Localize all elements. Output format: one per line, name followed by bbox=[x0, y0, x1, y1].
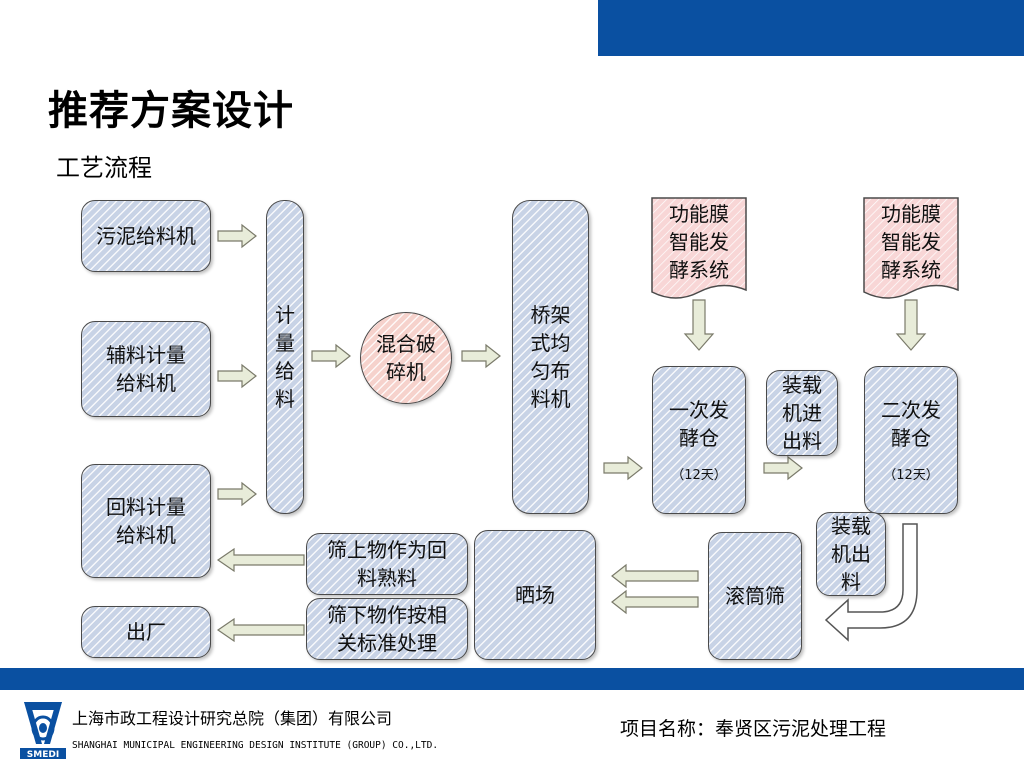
oversize-label-line2: 料熟料 bbox=[357, 566, 417, 590]
membrane-box-1 bbox=[651, 197, 747, 299]
exit-label: 出厂 bbox=[126, 620, 166, 644]
exit-box: 出厂 bbox=[81, 606, 211, 658]
undersize-label-line1: 筛下物作按相 bbox=[327, 603, 447, 627]
return-feeder-label-line1: 回料计量 bbox=[106, 495, 186, 519]
loader-out-line: 装载 bbox=[831, 514, 871, 538]
return-feeder-label-line2: 给料机 bbox=[116, 523, 176, 547]
company-name-cn: 上海市政工程设计研究总院（集团）有限公司 bbox=[72, 709, 393, 728]
return-feeder-box: 回料计量 给料机 bbox=[81, 464, 211, 578]
undersize-label-line2: 关标准处理 bbox=[337, 631, 437, 655]
drum-screen-label: 滚筒筛 bbox=[725, 584, 785, 608]
loader-in-line: 装载 bbox=[782, 373, 822, 397]
distributor-label-line: 式均 bbox=[530, 331, 571, 355]
svg-text:SMEDI: SMEDI bbox=[27, 750, 59, 760]
loader-transfer-box: 装载 机进 出料 bbox=[766, 370, 838, 456]
loader-out-line: 机出 bbox=[831, 542, 871, 566]
oversize-label-line1: 筛上物作为回 bbox=[327, 538, 447, 562]
bin-2-label-line1: 二次发 bbox=[881, 398, 941, 422]
bin-1-label-line2: 酵仓 bbox=[679, 426, 719, 450]
primary-fermentation-bin: 一次发 酵仓 （12天） bbox=[652, 366, 746, 514]
membrane-1-line: 智能发 bbox=[669, 230, 729, 254]
membrane-2-line: 智能发 bbox=[881, 230, 941, 254]
bin-2-duration: （12天） bbox=[883, 468, 939, 483]
membrane-1-line: 功能膜 bbox=[669, 202, 729, 226]
sludge-feeder-box: 污泥给料机 bbox=[81, 200, 211, 272]
membrane-2-line: 功能膜 bbox=[881, 202, 941, 226]
membrane-1-text: 功能膜 智能发 酵系统 bbox=[652, 200, 746, 284]
metering-feeder-char: 量 bbox=[275, 331, 295, 355]
secondary-fermentation-bin: 二次发 酵仓 （12天） bbox=[864, 366, 958, 514]
oversize-material-box: 筛上物作为回 料熟料 bbox=[306, 533, 468, 595]
metering-feeder-box: 计 量 给 料 bbox=[266, 200, 304, 514]
sludge-feeder-label: 污泥给料机 bbox=[96, 224, 196, 248]
flow-arrow-icon bbox=[216, 617, 305, 643]
aux-feeder-label-line1: 辅料计量 bbox=[106, 343, 186, 367]
slide-subtitle: 工艺流程 bbox=[56, 154, 152, 182]
bin-1-duration: （12天） bbox=[671, 468, 727, 483]
metering-feeder-char: 料 bbox=[275, 387, 295, 411]
mixer-label-line1: 混合破 bbox=[376, 332, 436, 356]
metering-feeder-char: 计 bbox=[275, 303, 295, 327]
drying-yard-label: 晒场 bbox=[515, 583, 555, 607]
loader-in-line: 出料 bbox=[782, 429, 822, 453]
company-name-en: SHANGHAI MUNICIPAL ENGINEERING DESIGN IN… bbox=[72, 740, 439, 751]
aux-feeder-label-line2: 给料机 bbox=[116, 371, 176, 395]
flow-arrow-icon bbox=[611, 589, 699, 615]
bin-1-label-line1: 一次发 bbox=[669, 398, 729, 422]
distributor-label-line: 料机 bbox=[530, 387, 571, 411]
bridge-distributor-box: 桥架 式均 匀布 料机 bbox=[512, 200, 589, 514]
membrane-2-text: 功能膜 智能发 酵系统 bbox=[864, 200, 958, 284]
undersize-material-box: 筛下物作按相 关标准处理 bbox=[306, 598, 468, 660]
membrane-1-line: 酵系统 bbox=[669, 258, 729, 282]
mixer-label-line2: 碎机 bbox=[386, 360, 426, 384]
drying-yard-box: 晒场 bbox=[474, 530, 596, 660]
top-accent-bar bbox=[598, 0, 1024, 56]
bottom-accent-bar bbox=[0, 668, 1024, 690]
slide-title: 推荐方案设计 bbox=[48, 88, 294, 134]
flow-arrow-icon bbox=[611, 563, 699, 589]
distributor-label-line: 匀布 bbox=[530, 359, 571, 383]
membrane-2-line: 酵系统 bbox=[881, 258, 941, 282]
aux-feeder-box: 辅料计量 给料机 bbox=[81, 321, 211, 417]
loader-out-line: 料 bbox=[841, 570, 861, 594]
flow-arrow-icon bbox=[216, 547, 305, 573]
metering-feeder-char: 给 bbox=[275, 359, 295, 383]
loader-discharge-box: 装载 机出 料 bbox=[816, 512, 886, 596]
drum-screen-box: 滚筒筛 bbox=[708, 532, 802, 660]
distributor-label-line: 桥架 bbox=[530, 303, 571, 327]
u-turn-arrow-icon bbox=[824, 523, 918, 642]
bin-2-label-line2: 酵仓 bbox=[891, 426, 931, 450]
loader-in-line: 机进 bbox=[782, 401, 822, 425]
project-name: 项目名称：奉贤区污泥处理工程 bbox=[620, 718, 887, 740]
membrane-box-2 bbox=[863, 197, 959, 299]
mixer-crusher-circle: 混合破 碎机 bbox=[360, 312, 452, 404]
smedi-logo-icon: SMEDI bbox=[20, 702, 66, 760]
